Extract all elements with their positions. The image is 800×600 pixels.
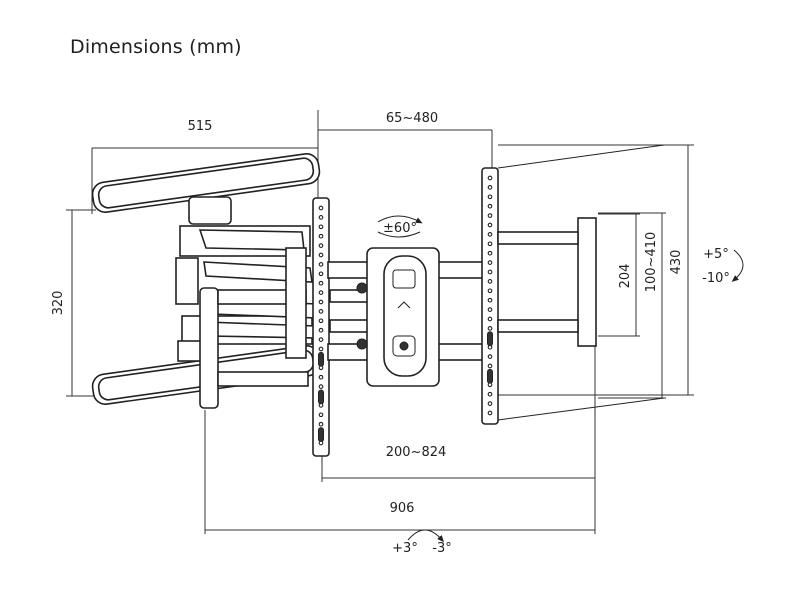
rail-hole	[487, 316, 493, 322]
rail-hole	[318, 205, 324, 211]
rail-hole	[318, 309, 324, 314]
right-vertical-rail	[481, 167, 499, 425]
rail-hole	[487, 363, 493, 369]
tilt-up-label: +5°	[703, 247, 729, 262]
rail-hole	[487, 175, 493, 181]
dimension-labels: 515 65~480 320 430 100~410 204 200~824 9…	[51, 111, 684, 516]
rail-hole	[487, 382, 493, 388]
rail-slot	[318, 389, 324, 405]
rail-hole	[487, 194, 493, 200]
rail-hole	[318, 243, 324, 248]
rotation-indicators: ±60° +5° -10° +3° -3°	[377, 215, 744, 556]
rail-hole	[318, 318, 324, 324]
rail-hole	[318, 280, 324, 286]
rail-hole	[487, 250, 493, 256]
rail-hole	[318, 299, 324, 305]
diagram-title: Dimensions (mm)	[70, 36, 242, 58]
rail-hole	[318, 412, 324, 418]
tilt-head	[356, 247, 440, 387]
rail-slot	[318, 427, 324, 443]
rail-hole	[318, 384, 324, 389]
rail-hole	[487, 354, 493, 359]
rail-hole	[487, 203, 493, 209]
rail-hole	[318, 346, 324, 352]
tilt-down-label: -10°	[702, 271, 730, 286]
bracket-height-label: 430	[669, 250, 684, 275]
vesa-vertical-min-label: 204	[618, 264, 633, 289]
rail-hole	[487, 185, 493, 190]
rail-hole	[487, 401, 493, 406]
rail-hole	[487, 410, 493, 416]
rail-hole	[487, 307, 493, 312]
wall-plate-height-label: 320	[51, 291, 66, 316]
vesa-vertical-range-label: 100~410	[644, 232, 659, 293]
rail-hole	[318, 215, 324, 220]
rail-hole	[318, 440, 324, 446]
rail-hole	[318, 252, 324, 258]
rail-slot	[318, 351, 324, 367]
max-width-label: 906	[390, 501, 415, 516]
left-vertical-rail	[312, 197, 330, 457]
rail-hole	[318, 403, 324, 408]
rail-slot	[487, 368, 493, 384]
rail-hole	[487, 222, 493, 228]
rail-slot	[487, 331, 493, 347]
level-plus-label: +3°	[392, 541, 418, 556]
rail-hole	[487, 232, 493, 237]
rail-hole	[318, 290, 324, 295]
rail-hole	[318, 421, 324, 427]
rail-hole	[487, 241, 493, 247]
rail-hole	[318, 337, 324, 342]
rail-hole	[318, 327, 324, 333]
tv-frame	[497, 144, 665, 421]
swing-arms	[198, 229, 319, 409]
rail-hole	[318, 224, 324, 230]
profile-range-label: 65~480	[386, 111, 438, 126]
rail-hole	[487, 260, 493, 265]
arm-depth-label: 515	[188, 119, 213, 134]
rail-hole	[318, 365, 324, 371]
rail-hole	[487, 279, 493, 284]
rail-hole	[318, 262, 324, 267]
rail-hole	[487, 326, 493, 331]
level-minus-label: -3°	[432, 541, 451, 556]
rail-hole	[318, 271, 324, 277]
rail-hole	[487, 213, 493, 218]
swivel-label: ±60°	[383, 221, 417, 236]
rail-hole	[487, 288, 493, 294]
dimension-lines	[66, 110, 694, 534]
rail-hole	[318, 233, 324, 239]
vesa-horizontal-label: 200~824	[386, 445, 447, 460]
rail-hole	[318, 374, 324, 380]
rail-hole	[487, 297, 493, 303]
rail-hole	[487, 391, 493, 397]
rail-hole	[487, 269, 493, 275]
rail-hole	[487, 344, 493, 350]
